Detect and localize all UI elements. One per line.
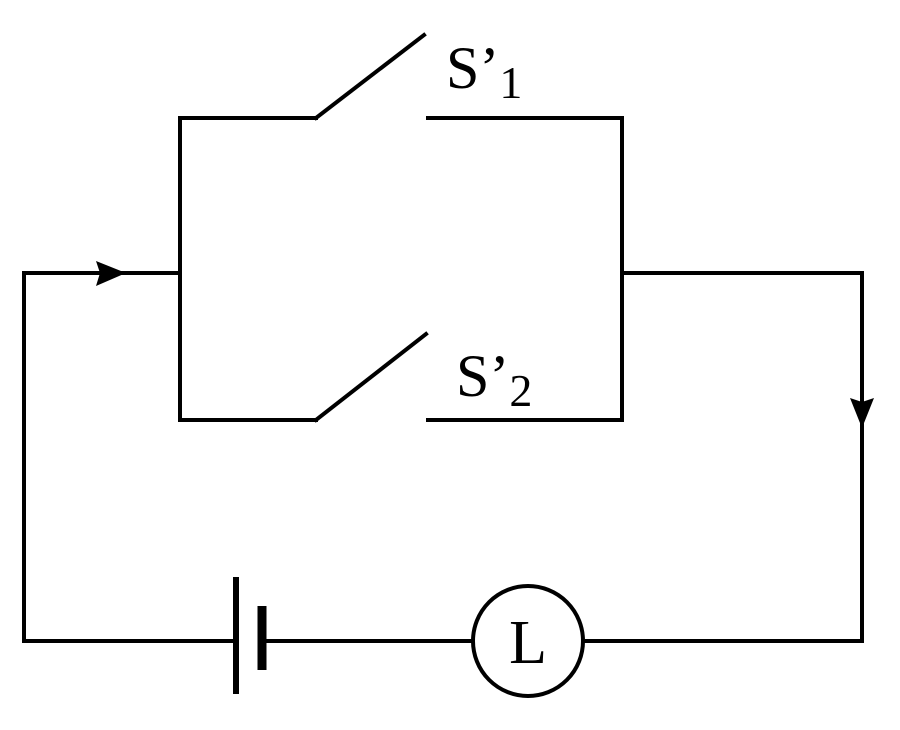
switch-1-subscript: 1 bbox=[499, 57, 522, 108]
switch-1-label: S’1 bbox=[446, 35, 522, 108]
switch-2-blade bbox=[313, 331, 429, 423]
switch-1-letter: S bbox=[446, 35, 479, 101]
switch-2-label: S’2 bbox=[456, 343, 532, 416]
lamp-circle bbox=[471, 584, 585, 698]
lamp-label: L bbox=[509, 609, 547, 677]
current-arrow-right bbox=[96, 261, 126, 286]
wire-right-loop bbox=[582, 271, 864, 643]
switch-2-letter: S bbox=[456, 343, 489, 409]
switch-1-prime: ’ bbox=[479, 35, 499, 101]
current-arrow-down bbox=[850, 398, 874, 428]
switch-2-prime: ’ bbox=[489, 343, 509, 409]
switch-1-blade bbox=[313, 32, 427, 121]
wire-left-loop bbox=[22, 271, 238, 643]
switch-2-subscript: 2 bbox=[509, 365, 532, 416]
